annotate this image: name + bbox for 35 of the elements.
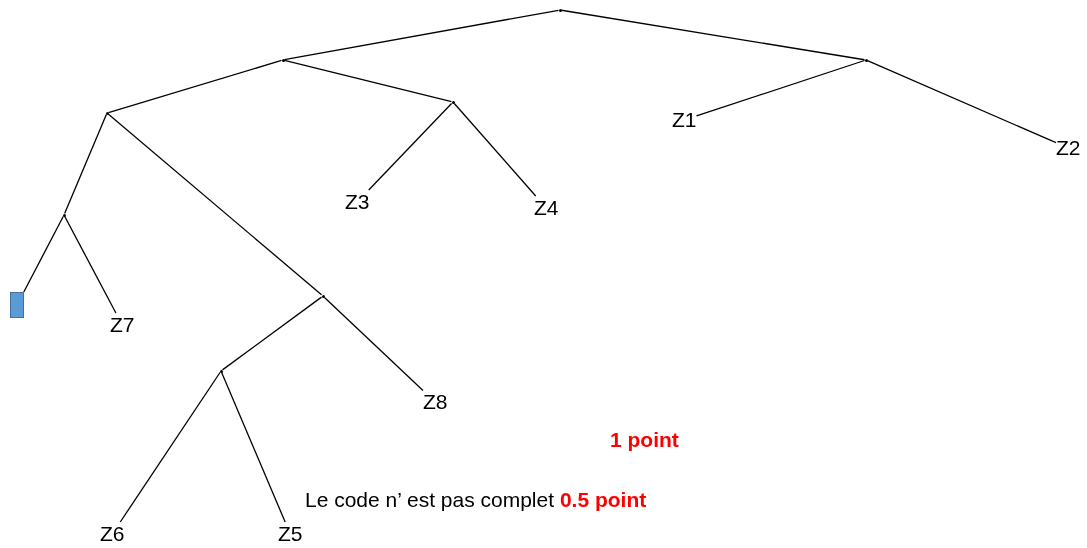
tree-branch [695,59,866,117]
branch-point [105,111,109,115]
tree-branch [866,60,1057,144]
tree-branch [23,215,64,293]
leaf-label: Z5 [278,522,303,546]
branch-point [321,294,325,298]
branch-point [62,213,66,217]
branch-point [558,8,562,12]
branch-point [864,58,868,62]
branch-point [281,58,285,62]
tree-branch [221,296,323,371]
tree-branch [283,59,453,103]
tree-branch [323,296,424,392]
tree-branch [64,215,117,314]
tree-branch [107,113,323,296]
leaf-label: Z3 [345,190,370,214]
tree-branch [221,371,286,523]
comment-note: Le code n’ est pas complet 0.5 point [305,488,647,512]
tree-branch [368,102,453,191]
leaf-label: Z7 [110,313,135,337]
tree-branch [283,9,560,61]
score-note: 1 point [610,428,679,452]
leaf-label: Z1 [672,108,697,132]
leaf-label: Z4 [534,196,559,220]
branch-point [219,369,223,373]
leaf-label: Z8 [423,390,448,414]
leaf-rectangle [10,292,24,318]
leaf-label: Z2 [1056,136,1081,160]
leaf-label: Z6 [100,522,125,546]
branch-point [451,100,455,104]
tree-branch [453,102,537,197]
tree-branch [64,113,108,215]
tree-branch [107,59,283,114]
tree-branch [119,371,221,523]
tree-branch [560,9,866,61]
